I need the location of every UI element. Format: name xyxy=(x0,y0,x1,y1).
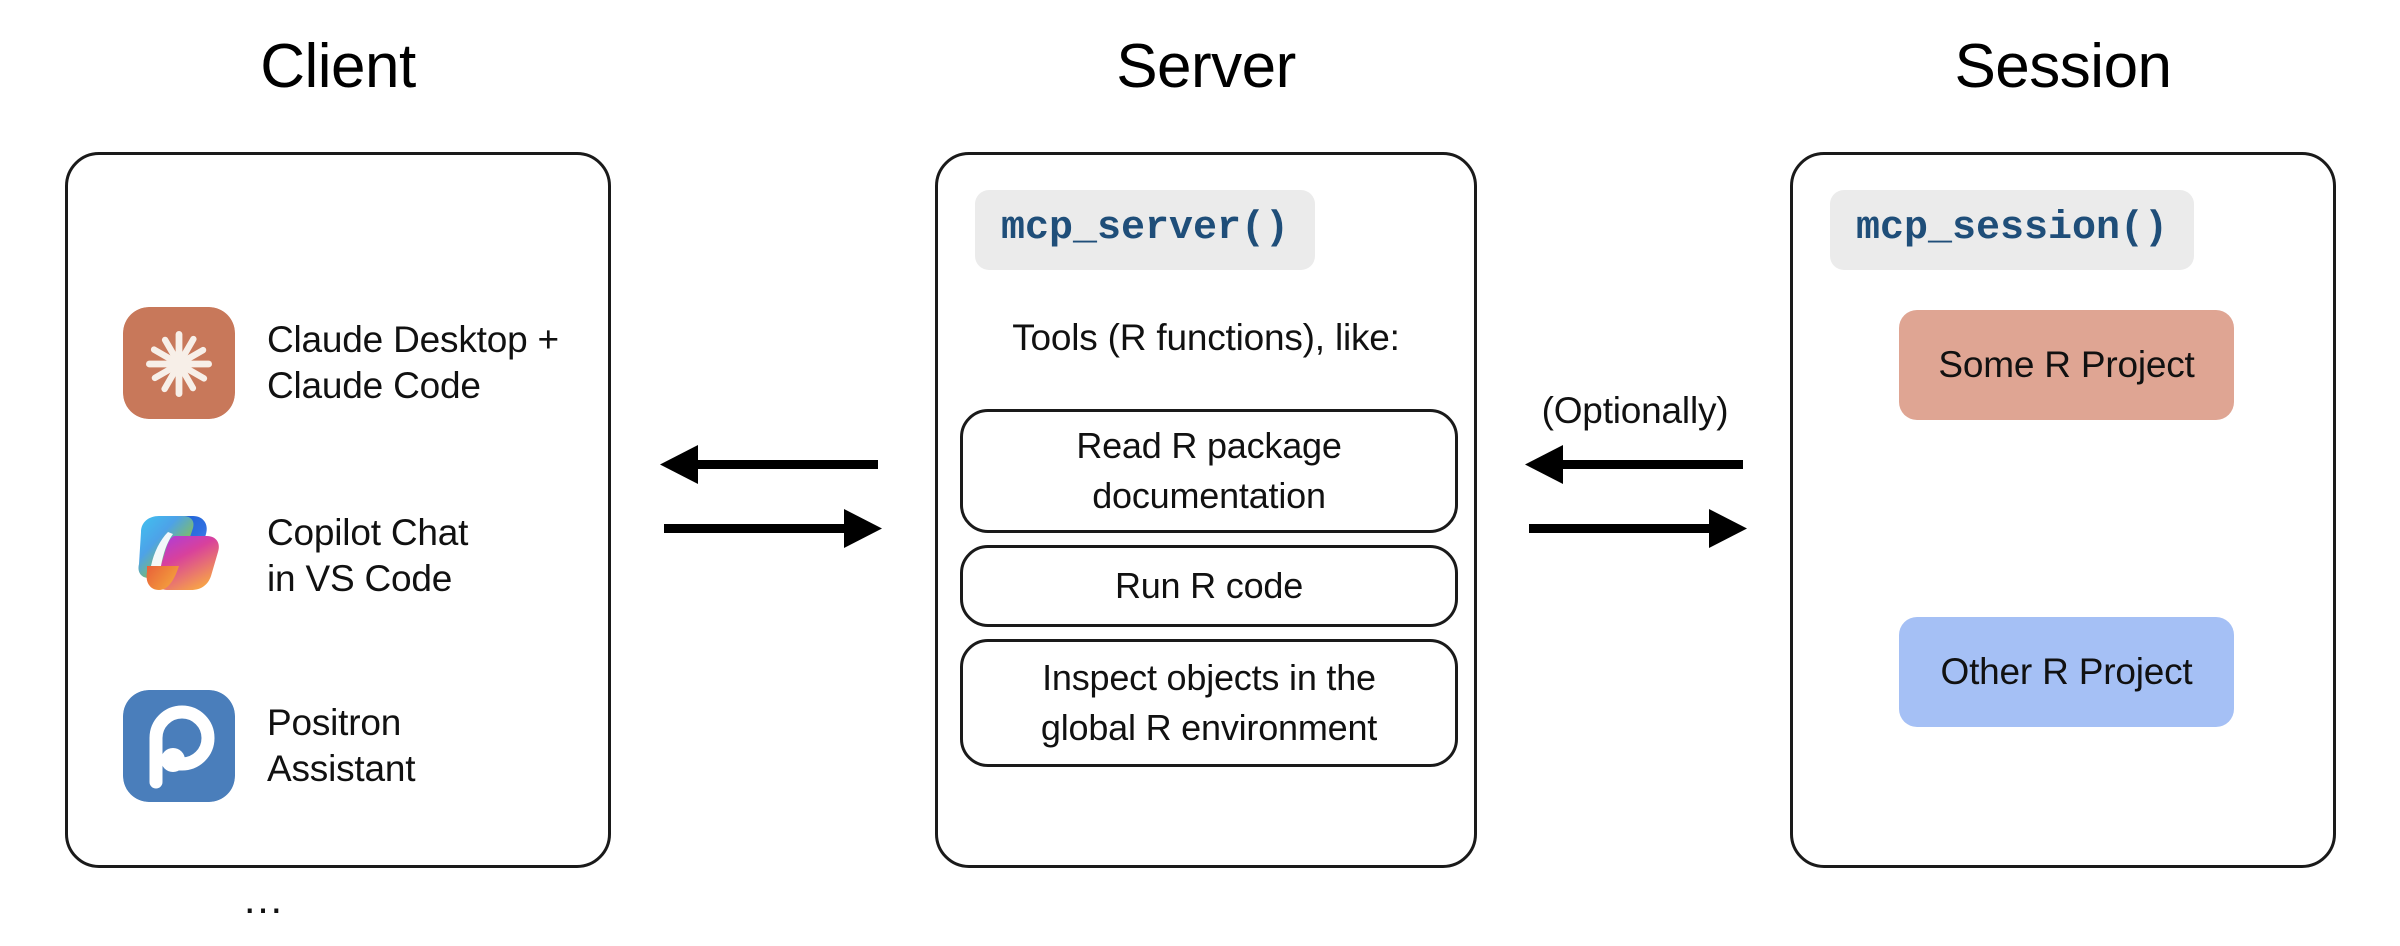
client-panel: Claude Desktop + Claude Code xyxy=(65,152,611,922)
connector-server-session xyxy=(1525,440,1747,570)
claude-logo-icon xyxy=(123,307,235,419)
client-item-list: Claude Desktop + Claude Code xyxy=(68,155,608,922)
list-item-label: Copilot Chat in VS Code xyxy=(267,512,469,599)
list-item[interactable]: Positron Assistant xyxy=(123,690,416,802)
tools-caption: Tools (R functions), like: xyxy=(1012,317,1400,358)
project-box-some-r-project[interactable]: Some R Project xyxy=(1899,310,2234,420)
tool-box-run-r-code[interactable]: Run R code xyxy=(960,545,1458,627)
arrow-right-icon xyxy=(1529,509,1747,548)
list-item[interactable]: Copilot Chat in VS Code xyxy=(123,500,468,612)
tool-box-read-documentation[interactable]: Read R package documentation xyxy=(960,409,1458,533)
arrow-right-icon xyxy=(664,509,882,548)
tool-box-label: Read R package documentation xyxy=(1076,425,1342,516)
list-item-label: Claude Desktop + Claude Code xyxy=(267,319,559,406)
positron-logo-icon xyxy=(123,690,235,802)
column-title-client: Client xyxy=(260,32,416,101)
server-panel: mcp_server() Tools (R functions), like: … xyxy=(935,152,1477,868)
project-box-label: Some R Project xyxy=(1938,344,2195,385)
project-box-label: Other R Project xyxy=(1940,651,2193,692)
project-box-other-r-project[interactable]: Other R Project xyxy=(1899,617,2234,727)
connector-client-server xyxy=(660,440,882,570)
list-item-label: Positron Assistant xyxy=(267,702,416,789)
arrow-left-icon xyxy=(660,445,878,484)
client-list-ellipsis: … xyxy=(242,875,286,922)
optionally-note: (Optionally) xyxy=(1541,390,1729,431)
tool-box-label: Inspect objects in the global R environm… xyxy=(1040,657,1378,748)
mcp-session-code-chip: mcp_session() xyxy=(1830,190,2195,270)
column-title-server: Server xyxy=(1116,32,1296,101)
column-title-session: Session xyxy=(1954,32,2172,101)
mcp-server-code-chip: mcp_server() xyxy=(975,190,1316,270)
list-item[interactable]: Claude Desktop + Claude Code xyxy=(123,307,559,419)
copilot-logo-icon xyxy=(123,500,235,612)
tool-box-label: Run R code xyxy=(1114,565,1304,606)
arrow-left-icon xyxy=(1525,445,1743,484)
tool-box-inspect-objects[interactable]: Inspect objects in the global R environm… xyxy=(960,639,1458,767)
session-panel: mcp_session() Some R Project Other R Pro… xyxy=(1790,152,2336,868)
